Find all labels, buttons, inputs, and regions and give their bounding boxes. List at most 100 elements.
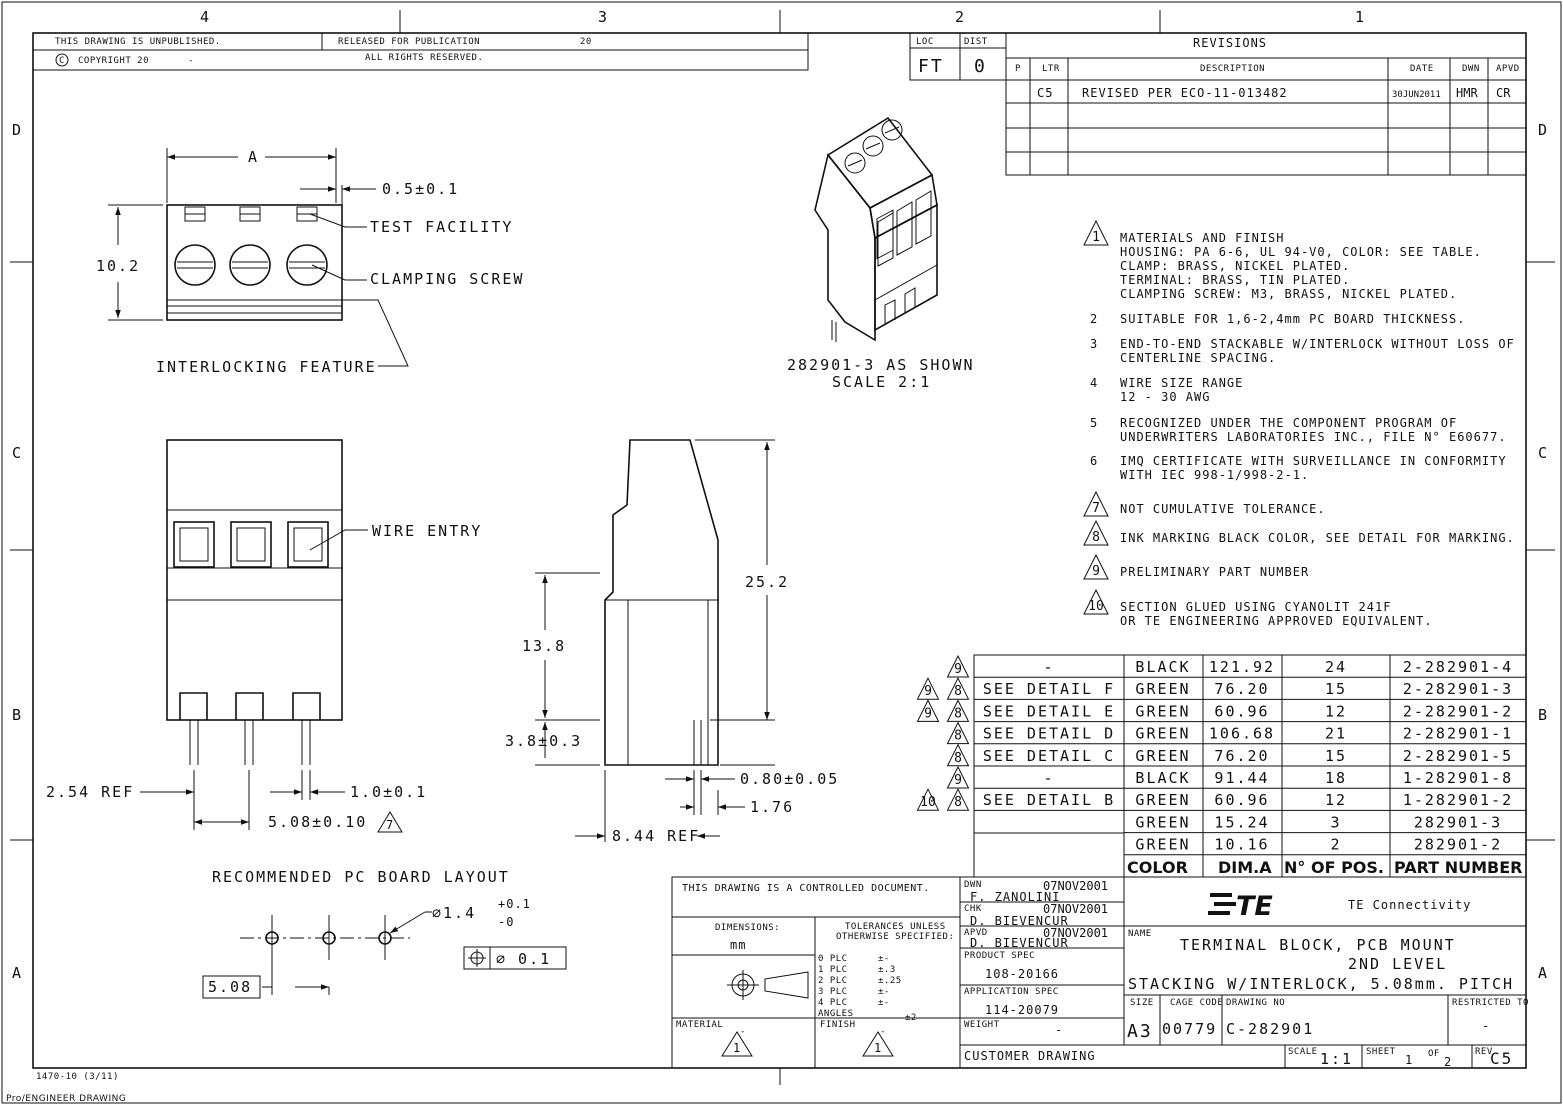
note-line: END-TO-END STACKABLE W/INTERLOCK WITHOUT… — [1120, 337, 1515, 351]
title-line-3: STACKING W/INTERLOCK, 5.08mm. PITCH — [1128, 975, 1514, 993]
hole-diameter: ∅1.4 — [432, 904, 476, 922]
parts-pos: 12 — [1325, 791, 1347, 809]
dist-value: 0 — [974, 56, 987, 77]
size-label: SIZE — [1130, 998, 1154, 1008]
rev-ltr: C5 — [1037, 86, 1053, 100]
material-label: MATERIAL — [676, 1020, 723, 1030]
isometric-view: 282901-3 AS SHOWN SCALE 2:1 — [787, 116, 975, 391]
parts-detail: SEE DETAIL E — [983, 702, 1115, 720]
flag-number: 8 — [954, 706, 962, 721]
dimensions-label: DIMENSIONS: — [715, 923, 780, 933]
flag-triangle — [946, 721, 970, 745]
zone-row-a-left: A — [12, 964, 23, 982]
pcb-layout: RECOMMENDED PC BOARD LAYOUT ∅1.4 +0.1 -0… — [202, 868, 567, 999]
flag-triangle — [1083, 219, 1109, 246]
material-flag-text: 1 — [733, 1041, 741, 1055]
parts-color: GREEN — [1135, 680, 1190, 698]
iso-caption: 282901-3 AS SHOWN — [787, 356, 975, 374]
parts-part-number: 2-282901-4 — [1403, 658, 1513, 676]
flag-triangle — [946, 699, 970, 722]
product-spec-value: 108-20166 — [985, 967, 1059, 981]
dim-8-44-ref: 8.44 REF — [612, 827, 700, 845]
note-line: IMQ CERTIFICATE WITH SURVEILLANCE IN CON… — [1120, 454, 1507, 468]
note-line: HOUSING: PA 6-6, UL 94-V0, COLOR: SEE TA… — [1120, 245, 1482, 259]
note-line: WITH IEC 998-1/998-2-1. — [1120, 468, 1309, 482]
rev-header-p: P — [1015, 64, 1021, 74]
zone-row-c-left: C — [12, 444, 23, 462]
copyright-symbol — [55, 53, 69, 67]
tol-value: ±2 — [905, 1013, 917, 1023]
dist-label: DIST — [964, 37, 988, 47]
parts-color: BLACK — [1135, 658, 1190, 676]
parts-flag-8: 8 — [946, 677, 970, 700]
parts-color: GREEN — [1135, 791, 1190, 809]
name-label: NAME — [1128, 929, 1152, 939]
tol-key: 2 PLC — [818, 976, 848, 986]
rev-header-description: DESCRIPTION — [1200, 64, 1265, 74]
parts-flag-9: 9 — [916, 699, 940, 722]
flag-number: 8 — [1092, 530, 1100, 545]
hole-tol-minus: -0 — [498, 915, 514, 929]
note-line: NOT CUMULATIVE TOLERANCE. — [1120, 502, 1326, 516]
parts-dim: 10.16 — [1214, 836, 1269, 854]
note-line: CLAMP: BRASS, NICKEL PLATED. — [1120, 259, 1350, 273]
zone-row-c-right: C — [1538, 444, 1549, 462]
publication-header: THIS DRAWING IS UNPUBLISHED. C COPYRIGHT… — [32, 32, 809, 71]
sheet-label: SHEET — [1366, 1047, 1396, 1057]
note-line: WIRE SIZE RANGE — [1120, 376, 1243, 390]
flag-number: 9 — [924, 684, 932, 699]
inner-frame — [32, 32, 1527, 1069]
dim-2-54-ref: 2.54 REF — [46, 783, 134, 801]
parts-part-number: 282901-3 — [1414, 813, 1502, 831]
rev-date: 30JUN2011 — [1392, 90, 1441, 100]
parts-flag-9: 9 — [946, 654, 970, 678]
loc-dist-box: LOC DIST FT 0 — [909, 32, 1007, 81]
zone-labels: 4 3 2 1 D C B A D C B A — [12, 8, 1549, 982]
dim-1-0: 1.0±0.1 — [350, 783, 427, 801]
revisions-table: REVISIONS P LTR DESCRIPTION DATE DWN APV… — [1005, 32, 1527, 176]
copyright-letter: C — [59, 56, 65, 66]
parts-dim: 60.96 — [1214, 791, 1269, 809]
tol-key: 0 PLC — [818, 954, 848, 964]
note-line: UNDERWRITERS LABORATORIES INC., FILE N° … — [1120, 430, 1507, 444]
parts-color: GREEN — [1135, 836, 1190, 854]
parts-part-number: 1-282901-2 — [1403, 791, 1513, 809]
flag-triangle — [946, 677, 970, 700]
parts-color: GREEN — [1135, 747, 1190, 765]
apvd-date: 07NOV2001 — [1043, 926, 1108, 940]
zone-col-1: 1 — [1355, 8, 1366, 26]
parts-detail: SEE DETAIL F — [983, 680, 1115, 698]
flag-triangle-1b — [862, 1031, 894, 1057]
note-line: 12 - 30 AWG — [1120, 390, 1210, 404]
parts-flag-10: 10 — [916, 788, 940, 811]
rev-header-ltr: LTR — [1042, 64, 1060, 74]
parts-pos: 21 — [1325, 725, 1347, 743]
chk-label: CHK — [964, 904, 982, 914]
of-label: OF — [1428, 1049, 1440, 1059]
flag-number: 9 — [954, 662, 962, 677]
weight-label: WEIGHT — [964, 1020, 1000, 1030]
flag-triangle-7 — [377, 811, 403, 833]
note-flag-8: 8 — [1083, 519, 1109, 546]
logo-text: TE — [1236, 891, 1273, 922]
released-text: RELEASED FOR PUBLICATION — [338, 37, 480, 47]
zone-col-4: 4 — [200, 8, 211, 26]
tol-value: ±- — [878, 998, 890, 1008]
loc-value: FT — [918, 56, 944, 77]
note-line: CENTERLINE SPACING. — [1120, 351, 1276, 365]
dim-0-80: 0.80±0.05 — [740, 770, 839, 788]
rev-description: REVISED PER ECO-11-013482 — [1082, 86, 1288, 100]
parts-flag-9: 9 — [946, 765, 970, 789]
parts-part-number: 2-282901-3 — [1403, 680, 1513, 698]
rev-value: C5 — [1490, 1049, 1513, 1068]
chk-name: D. BIEVENCUR — [970, 914, 1069, 928]
hole-tol-plus: +0.1 — [498, 897, 531, 911]
parts-detail: SEE DETAIL D — [983, 725, 1115, 743]
finish-value: - — [880, 1027, 886, 1037]
parts-flag-8: 8 — [946, 743, 970, 767]
restricted-label: RESTRICTED TO — [1452, 998, 1529, 1008]
